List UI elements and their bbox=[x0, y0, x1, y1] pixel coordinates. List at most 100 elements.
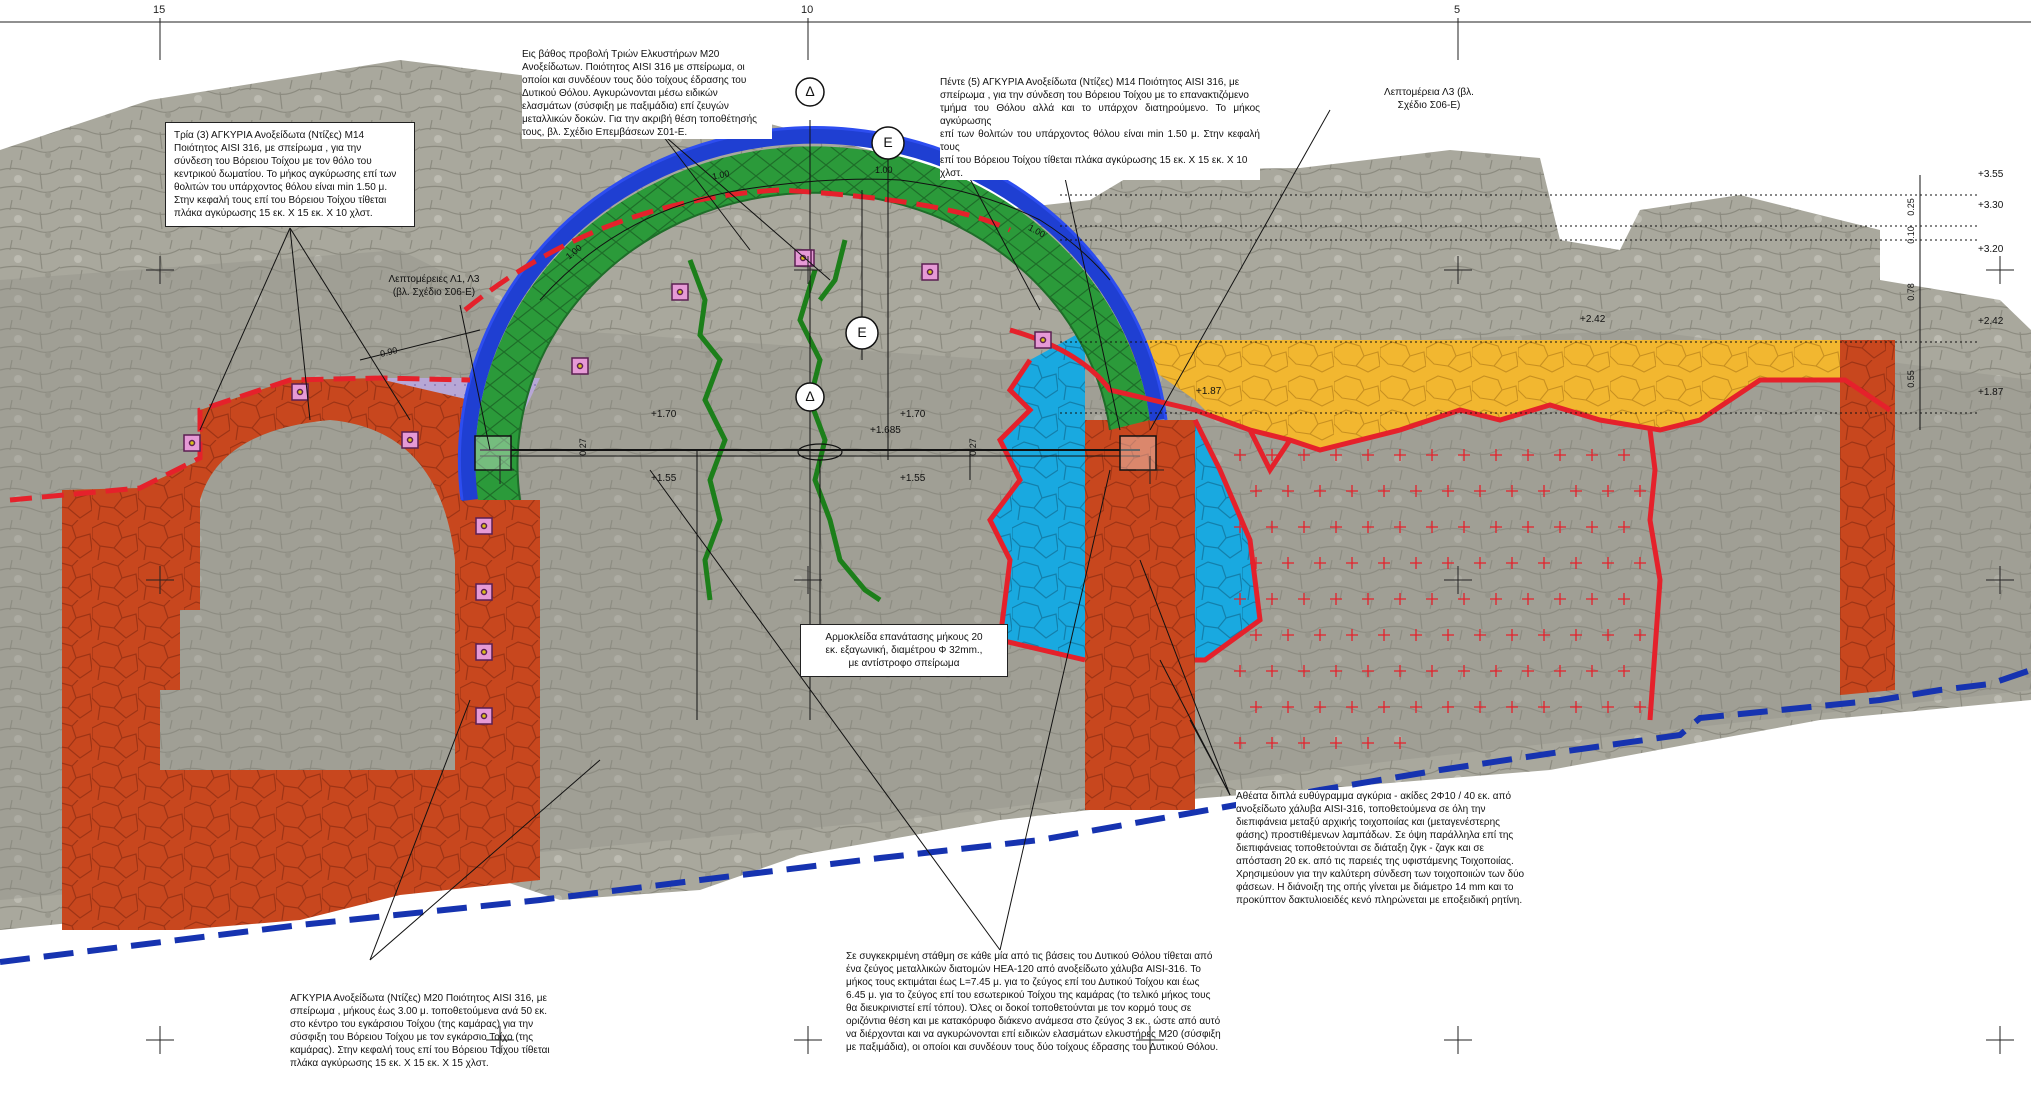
rebar-cross bbox=[1234, 737, 1246, 749]
rebar-cross bbox=[1410, 485, 1422, 497]
anchor-plates bbox=[183, 249, 1052, 725]
inline-level-1-87: +1.87 bbox=[1196, 386, 1222, 397]
rebar-cross bbox=[1346, 701, 1358, 713]
rebar-cross bbox=[1282, 557, 1294, 569]
grid-cross bbox=[1444, 256, 1472, 284]
grid-cross bbox=[1444, 566, 1472, 594]
rebar-cross bbox=[1362, 737, 1374, 749]
rebar-cross bbox=[1458, 521, 1470, 533]
inline-dim-0-27-left: 0.27 bbox=[577, 438, 588, 456]
rebar-cross bbox=[1458, 665, 1470, 677]
rebar-cross bbox=[1394, 521, 1406, 533]
anchor-bolt-dot bbox=[926, 268, 934, 276]
anchor-bolt-dot bbox=[799, 254, 807, 262]
anchor-bolt-dot bbox=[188, 439, 196, 447]
grid-cross bbox=[794, 566, 822, 594]
rebar-cross bbox=[1442, 485, 1454, 497]
note-detail-l3: Λεπτομέρεια Λ3 (βλ. Σχέδιο Σ06-Ε) bbox=[1364, 86, 1494, 112]
anchor-bolt-dot bbox=[576, 362, 584, 370]
rebar-cross bbox=[1570, 701, 1582, 713]
symbol-delta-mid-label: Δ bbox=[805, 388, 815, 404]
beam-plate-left bbox=[474, 435, 512, 471]
rebar-cross bbox=[1314, 629, 1326, 641]
rebar-cross bbox=[1298, 521, 1310, 533]
section-symbols bbox=[795, 77, 905, 412]
rebar-cross bbox=[1298, 449, 1310, 461]
leader-lines bbox=[199, 109, 1331, 961]
rebar-cross bbox=[1634, 485, 1646, 497]
grid-cross bbox=[1444, 1026, 1472, 1054]
level-2-42: +2.42 bbox=[1978, 316, 2004, 327]
rebar-cross bbox=[1330, 737, 1342, 749]
masonry-zones bbox=[62, 330, 1895, 930]
rebar-cross bbox=[1474, 557, 1486, 569]
rebar-cross bbox=[1346, 557, 1358, 569]
rebar-cross bbox=[1506, 557, 1518, 569]
symbol-e-mid-label: Ε bbox=[857, 324, 867, 340]
rebar-cross bbox=[1538, 485, 1550, 497]
rebar-cross bbox=[1602, 557, 1614, 569]
level-3-55: +3.55 bbox=[1978, 169, 2004, 180]
rebar-cross bbox=[1266, 521, 1278, 533]
note-details-l1-l3: Λεπτομέρειες Λ1, Λ3 (βλ. Σχέδιο Σ06-Ε) bbox=[388, 274, 480, 298]
level-1-87: +1.87 bbox=[1978, 387, 2004, 398]
anchor-bolt-dot bbox=[480, 588, 488, 596]
central-pier-orange bbox=[1085, 420, 1195, 810]
rebar-cross bbox=[1282, 485, 1294, 497]
rebar-cross bbox=[1506, 629, 1518, 641]
arch-dimension-lines bbox=[359, 178, 1111, 361]
grid-cross bbox=[1136, 456, 1164, 484]
side-dim-0-10: 0.10 bbox=[1905, 226, 1916, 244]
right-pier-orange bbox=[1840, 340, 1895, 695]
symbol-e-top bbox=[871, 126, 905, 160]
rebar-cross bbox=[1250, 485, 1262, 497]
rebar-cross bbox=[1586, 521, 1598, 533]
inline-level-1-685: +1.685 bbox=[870, 425, 901, 436]
red-boundary bbox=[9, 187, 1892, 721]
side-dim-0-55: 0.55 bbox=[1905, 370, 1916, 388]
rebar-cross bbox=[1538, 557, 1550, 569]
rebar-cross bbox=[1234, 521, 1246, 533]
rebar-cross bbox=[1490, 593, 1502, 605]
rebar-cross bbox=[1362, 665, 1374, 677]
rebar-cross bbox=[1474, 485, 1486, 497]
rebar-cross bbox=[1442, 629, 1454, 641]
inline-level-1-70-left: +1.70 bbox=[651, 409, 677, 420]
rebar-cross bbox=[1458, 593, 1470, 605]
rebar-cross bbox=[1586, 593, 1598, 605]
rebar-cross bbox=[1362, 449, 1374, 461]
grid-cross bbox=[146, 1026, 174, 1054]
grid-cross bbox=[1986, 566, 2014, 594]
side-dim-0-25: 0.25 bbox=[1905, 198, 1916, 216]
level-3-20: +3.20 bbox=[1978, 244, 2004, 255]
rebar-cross bbox=[1490, 449, 1502, 461]
rebar-cross bbox=[1298, 737, 1310, 749]
arch-dim-3: 1.00 bbox=[875, 165, 893, 175]
rebar-cross bbox=[1378, 701, 1390, 713]
rebar-cross bbox=[1522, 449, 1534, 461]
rebar-cross bbox=[1522, 593, 1534, 605]
inline-level-1-55-right: +1.55 bbox=[900, 473, 926, 484]
rebar-cross bbox=[1410, 701, 1422, 713]
note-anchors-three: Τρία (3) ΑΓΚΥΡΙΑ Ανοξείδωτα (Ντίζες) Μ14… bbox=[165, 122, 415, 227]
rebar-cross bbox=[1314, 485, 1326, 497]
left-wall-orange bbox=[62, 378, 540, 930]
note-beams: Σε συγκεκριμένη στάθμη σε κάθε μία από τ… bbox=[846, 951, 1221, 1053]
symbol-delta-top-label: Δ bbox=[805, 83, 815, 99]
rebar-cross bbox=[1618, 521, 1630, 533]
rebar-cross bbox=[1250, 629, 1262, 641]
rebar-cross bbox=[1330, 665, 1342, 677]
rebar-cross bbox=[1330, 521, 1342, 533]
rebar-cross bbox=[1490, 521, 1502, 533]
anchor-bolt-dot bbox=[480, 522, 488, 530]
note-turnbuckle: Αρμοκλείδα επανάτασης μήκους 20 εκ. εξαγ… bbox=[800, 624, 1008, 677]
rebar-cross bbox=[1554, 449, 1566, 461]
rebar-cross bbox=[1362, 593, 1374, 605]
anchor-bolt-dot bbox=[480, 712, 488, 720]
rebar-cross bbox=[1298, 665, 1310, 677]
rebar-cross bbox=[1250, 701, 1262, 713]
rebar-cross bbox=[1330, 593, 1342, 605]
anchor-bolt-dot bbox=[1039, 336, 1047, 344]
grid-cross bbox=[146, 566, 174, 594]
grid-cross bbox=[1136, 1026, 1164, 1054]
